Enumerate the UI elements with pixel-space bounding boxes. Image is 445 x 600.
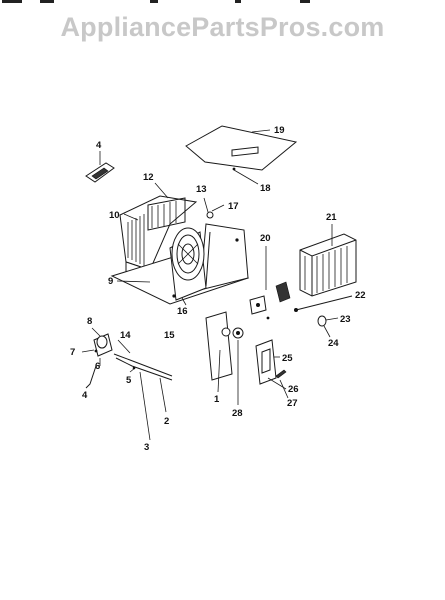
callout-9: 9 bbox=[108, 276, 113, 287]
callout-16: 16 bbox=[177, 306, 188, 317]
callout-23: 23 bbox=[340, 314, 351, 325]
callout-17: 17 bbox=[228, 201, 239, 212]
callout-13: 13 bbox=[196, 184, 207, 195]
knob-and-clip-parts-23-24 bbox=[317, 315, 339, 338]
callout-26: 26 bbox=[288, 384, 299, 395]
callout-24: 24 bbox=[328, 338, 339, 349]
callout-18: 18 bbox=[260, 183, 271, 194]
callout-22: 22 bbox=[355, 290, 366, 301]
callout-7: 7 bbox=[70, 347, 75, 358]
control-panel-plate-part-1 bbox=[205, 311, 244, 405]
callout-1: 1 bbox=[214, 394, 220, 405]
callout-10: 10 bbox=[109, 210, 120, 221]
callout-14: 14 bbox=[120, 330, 131, 341]
bracket-part-4-top bbox=[85, 151, 115, 183]
callout-19: 19 bbox=[274, 125, 285, 136]
evaporator-coil-part-21 bbox=[275, 224, 357, 303]
callout-2: 2 bbox=[164, 416, 169, 427]
fan-shroud bbox=[171, 227, 205, 281]
main-housing-assembly bbox=[110, 182, 250, 306]
callout-15: 15 bbox=[164, 330, 175, 341]
control-box-parts-25-26 bbox=[255, 339, 289, 399]
callout-8: 8 bbox=[87, 316, 92, 327]
callout-28: 28 bbox=[232, 408, 243, 419]
top-cover-panel bbox=[185, 125, 298, 185]
callout-27: 27 bbox=[287, 398, 298, 409]
condenser-coil-grille bbox=[127, 197, 186, 266]
callout-5: 5 bbox=[126, 375, 132, 386]
callout-25: 25 bbox=[282, 353, 293, 364]
callout-4-bottom: 4 bbox=[82, 390, 88, 401]
top-edge-rule bbox=[0, 0, 445, 6]
callout-3: 3 bbox=[144, 442, 149, 453]
sensor-rod-part-22 bbox=[294, 295, 353, 312]
callout-4-top: 4 bbox=[96, 140, 102, 151]
callout-21: 21 bbox=[326, 212, 337, 223]
control-bracket-part-20 bbox=[249, 246, 270, 320]
callout-6: 6 bbox=[95, 361, 100, 372]
capacitor-and-cord-group bbox=[81, 327, 173, 441]
site-watermark: AppliancePartsPros.com bbox=[60, 12, 385, 42]
callout-12: 12 bbox=[143, 172, 154, 183]
callout-labels: 19 18 4 12 13 17 10 21 20 9 22 16 23 8 1… bbox=[70, 125, 366, 453]
callout-20: 20 bbox=[260, 233, 271, 244]
